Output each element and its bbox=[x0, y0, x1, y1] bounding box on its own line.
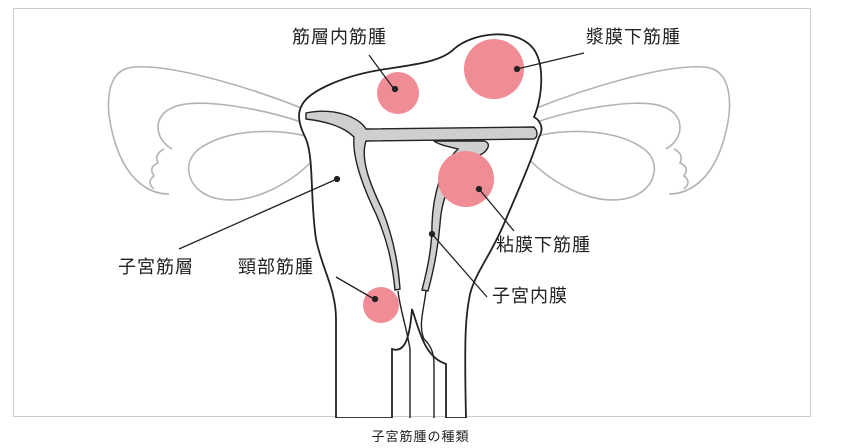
label-endometrium: 子宮内膜 bbox=[492, 286, 568, 307]
fibroid-submucosal bbox=[438, 151, 494, 207]
right-fallopian-tube bbox=[533, 65, 731, 195]
fibroid-intramural bbox=[377, 72, 419, 114]
left-fimbriae bbox=[149, 148, 165, 190]
leader-lines bbox=[178, 52, 585, 303]
label-submucosal-fibroid: 粘膜下筋腫 bbox=[496, 235, 591, 256]
label-subserosal-fibroid: 漿膜下筋腫 bbox=[586, 27, 681, 48]
leader-subserosal bbox=[516, 52, 585, 70]
label-myometrium: 子宮筋層 bbox=[118, 257, 194, 278]
leader-submucosal bbox=[478, 188, 515, 232]
label-intramural-fibroid: 筋層内筋腫 bbox=[292, 27, 387, 48]
right-fimbriae bbox=[673, 148, 689, 190]
fibroids bbox=[363, 39, 524, 323]
diagram-frame: 筋層内筋腫 漿膜下筋腫 粘膜下筋腫 子宮筋層 頸部筋腫 子宮内膜 bbox=[13, 8, 811, 418]
label-cervical-fibroid: 頸部筋腫 bbox=[238, 257, 314, 278]
right-ovary bbox=[528, 130, 656, 201]
leader-endometrium bbox=[431, 233, 488, 298]
leader-intramural bbox=[368, 54, 395, 90]
leader-myometrium bbox=[178, 178, 338, 250]
uterus-illustration bbox=[107, 33, 731, 418]
left-fallopian-tube bbox=[107, 65, 305, 195]
leader-cervical bbox=[335, 276, 375, 300]
fibroid-cervical bbox=[363, 287, 399, 323]
adnexa bbox=[107, 65, 731, 201]
figure-caption: 子宮筋腫の種類 bbox=[371, 430, 470, 445]
left-ovary bbox=[187, 130, 315, 201]
fibroid-subserosal bbox=[464, 39, 524, 99]
